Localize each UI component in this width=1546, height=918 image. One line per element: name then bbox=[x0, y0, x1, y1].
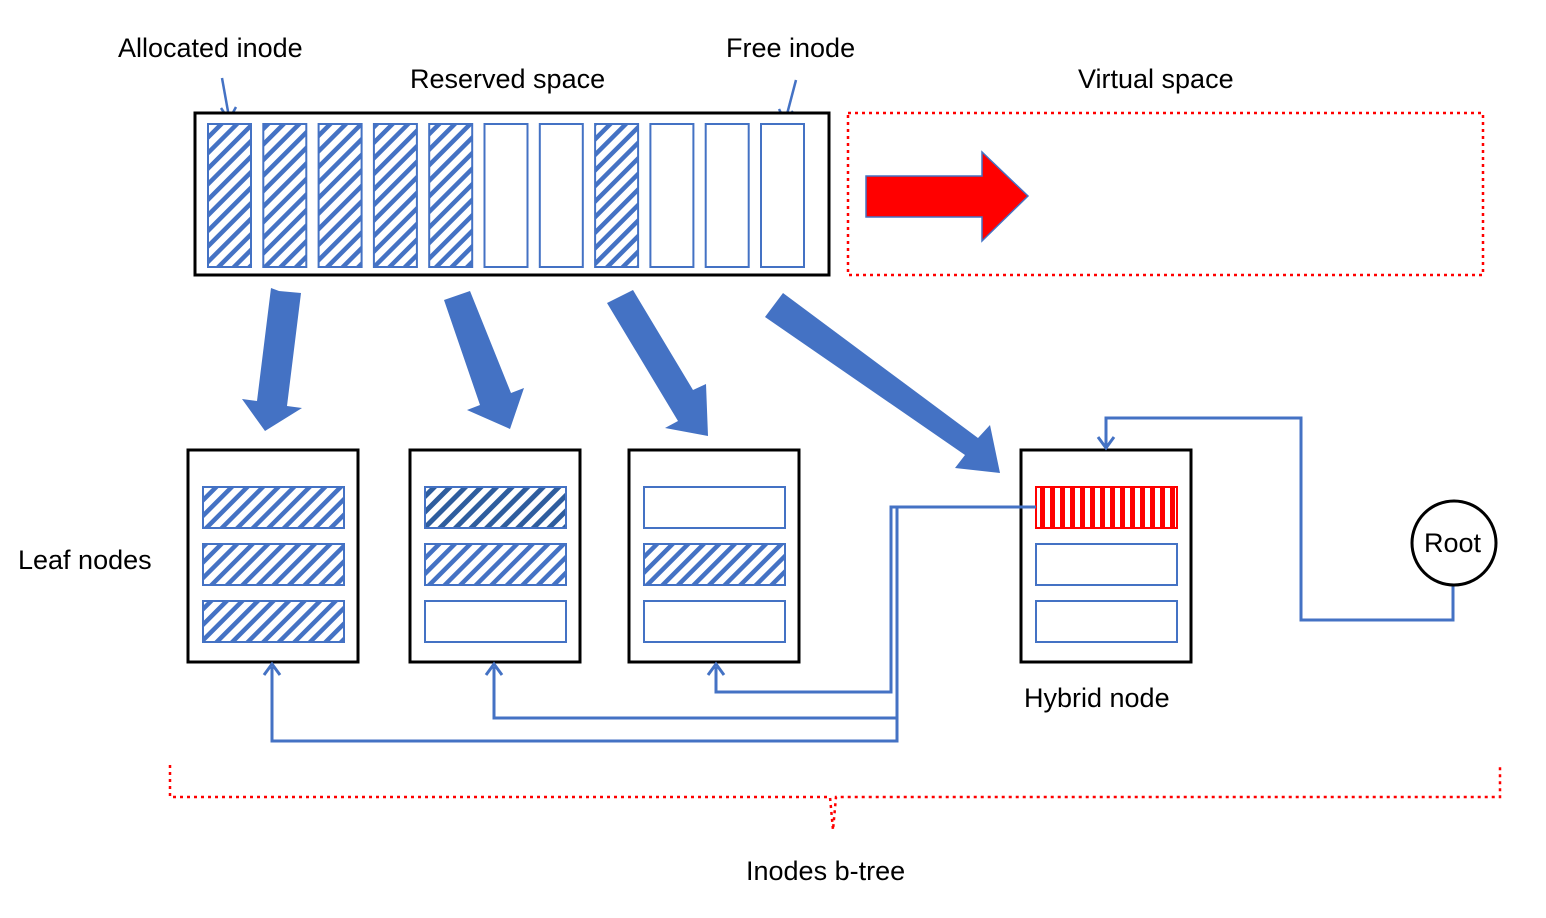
reserved-slot-allocated bbox=[262, 123, 308, 268]
reserved-slot-free bbox=[760, 123, 805, 268]
tree-node-group bbox=[186, 448, 1193, 664]
growth-arrow-icon bbox=[865, 150, 1030, 243]
virtual-space-box bbox=[846, 111, 1485, 277]
block-arrow-to-leaf-2 bbox=[444, 291, 524, 429]
node-4-slot-free bbox=[1035, 600, 1178, 643]
node-1-slot-allocated bbox=[202, 600, 345, 643]
node-4-slot-hybrid bbox=[1035, 486, 1178, 529]
node-3-slot-allocated bbox=[643, 543, 786, 586]
reserved-slot-free bbox=[704, 123, 750, 268]
connector-to-leaf-2 bbox=[492, 507, 899, 720]
node-1-slot-allocated bbox=[202, 486, 345, 529]
block-arrows bbox=[242, 288, 1000, 473]
btree-brace bbox=[168, 765, 1502, 831]
reserved-slot-allocated bbox=[594, 123, 640, 268]
reserved-slot-allocated bbox=[207, 123, 252, 268]
leaf-nodes-label: Leaf nodes bbox=[18, 545, 152, 575]
node-3-slot-free bbox=[643, 600, 786, 643]
inodes-btree-label: Inodes b-tree bbox=[746, 856, 906, 886]
free-inode-label: Free inode bbox=[726, 33, 856, 63]
root-node bbox=[1410, 499, 1498, 587]
node-2-slot-allocated bbox=[424, 543, 567, 586]
reserved-slot-free bbox=[649, 123, 695, 268]
root-to-hybrid-connector bbox=[1096, 416, 1455, 622]
node-1-slot-allocated bbox=[202, 543, 345, 586]
node-4-slot-free bbox=[1035, 543, 1178, 586]
hybrid-to-leaf-connectors bbox=[262, 505, 1036, 743]
block-arrow-to-leaf-1 bbox=[242, 288, 302, 431]
reserved-space-label: Reserved space bbox=[410, 64, 606, 94]
allocated-inode-label: Allocated inode bbox=[118, 33, 303, 63]
block-arrow-to-leaf-3 bbox=[607, 290, 708, 436]
reserved-slot-free bbox=[538, 123, 584, 268]
reserved-slot-group bbox=[207, 123, 805, 268]
reserved-slot-allocated bbox=[372, 123, 418, 268]
connector-to-leaf-3 bbox=[714, 505, 1036, 694]
reserved-slot-free bbox=[483, 123, 529, 268]
node-2-slot-free bbox=[424, 600, 567, 643]
virtual-space-label: Virtual space bbox=[1078, 64, 1234, 94]
node-2-slot-allocated bbox=[424, 486, 567, 529]
root-label: Root bbox=[1424, 528, 1482, 558]
connector-to-leaf-1 bbox=[270, 667, 899, 743]
block-arrow-to-hybrid bbox=[765, 293, 1000, 473]
reserved-slot-allocated bbox=[317, 123, 363, 268]
hybrid-node-label: Hybrid node bbox=[1024, 683, 1170, 713]
reserved-slot-allocated bbox=[428, 123, 474, 268]
node-3-slot-free bbox=[643, 486, 786, 529]
